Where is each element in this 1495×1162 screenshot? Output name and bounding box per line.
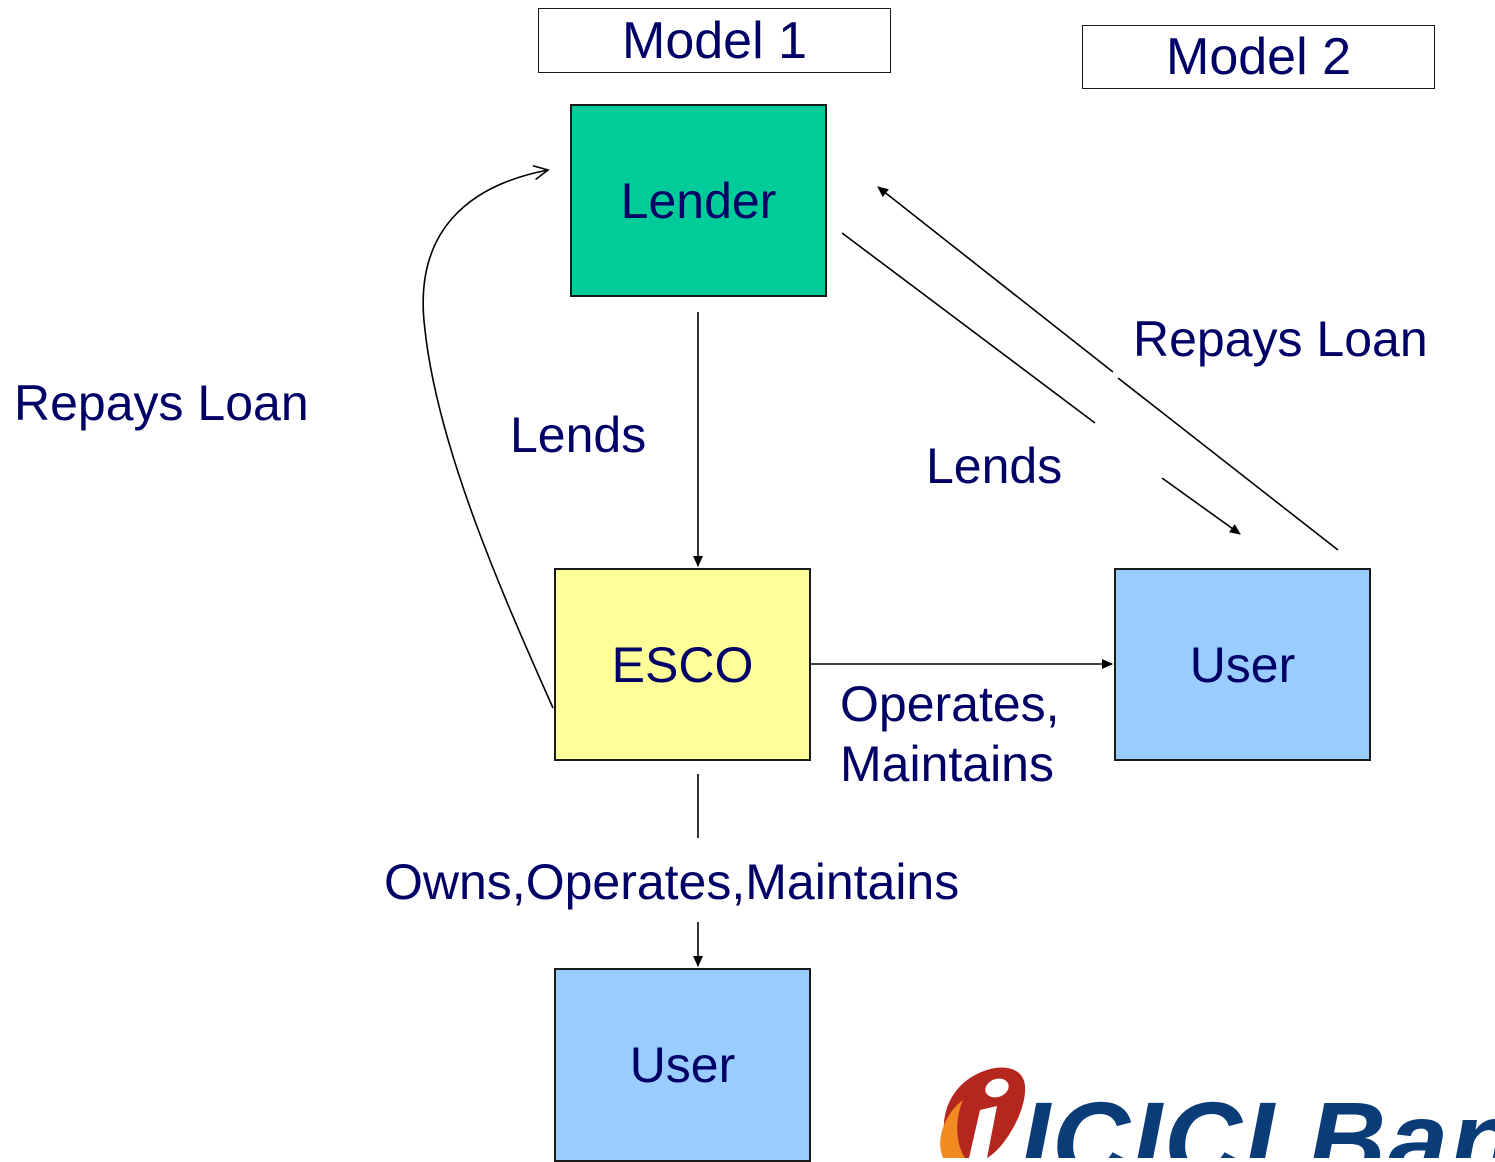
label-operates-line: Operates,	[840, 676, 1060, 732]
user-node-model-2-label: User	[1189, 636, 1296, 693]
model-2-label: Model 2	[1082, 25, 1435, 89]
logo-wordmark: ICICI Bank	[1020, 1079, 1495, 1159]
label-maintains-line: Maintains	[840, 736, 1054, 792]
model-2-label-text: Model 2	[1166, 28, 1351, 86]
label-owns-operates-maintains: Owns,Operates,Maintains	[384, 854, 960, 910]
label-lends-model-2: Lends	[926, 438, 1063, 494]
label-lends-model-1: Lends	[510, 407, 647, 463]
user-node-model-1: User	[554, 968, 811, 1162]
label-repays-loan-model-2: Repays Loan	[1133, 311, 1428, 367]
edge-esco-repays-lender	[422, 165, 554, 709]
lender-node-label: Lender	[620, 172, 777, 229]
label-repays-loan-model-1: Repays Loan	[14, 375, 309, 431]
icici-bank-logo: ICICI Bank	[925, 1058, 1495, 1158]
model-1-label-text: Model 1	[622, 11, 807, 70]
edge-lender-lends-user-arrow	[1161, 477, 1241, 535]
model-1-label: Model 1	[538, 8, 891, 73]
label-operates-maintains: Operates, Maintains	[840, 674, 1060, 794]
esco-node: ESCO	[554, 568, 811, 761]
edge-user-repays-lender-lower	[1117, 377, 1339, 551]
i-icon	[940, 1067, 1026, 1158]
user-node-model-1-label: User	[629, 1037, 736, 1093]
esco-node-label: ESCO	[611, 636, 754, 693]
edge-lender-lends-user-segment	[841, 232, 1096, 424]
lender-node: Lender	[570, 104, 827, 297]
user-node-model-2: User	[1114, 568, 1371, 761]
edge-user-repays-lender-upper	[877, 186, 1114, 373]
